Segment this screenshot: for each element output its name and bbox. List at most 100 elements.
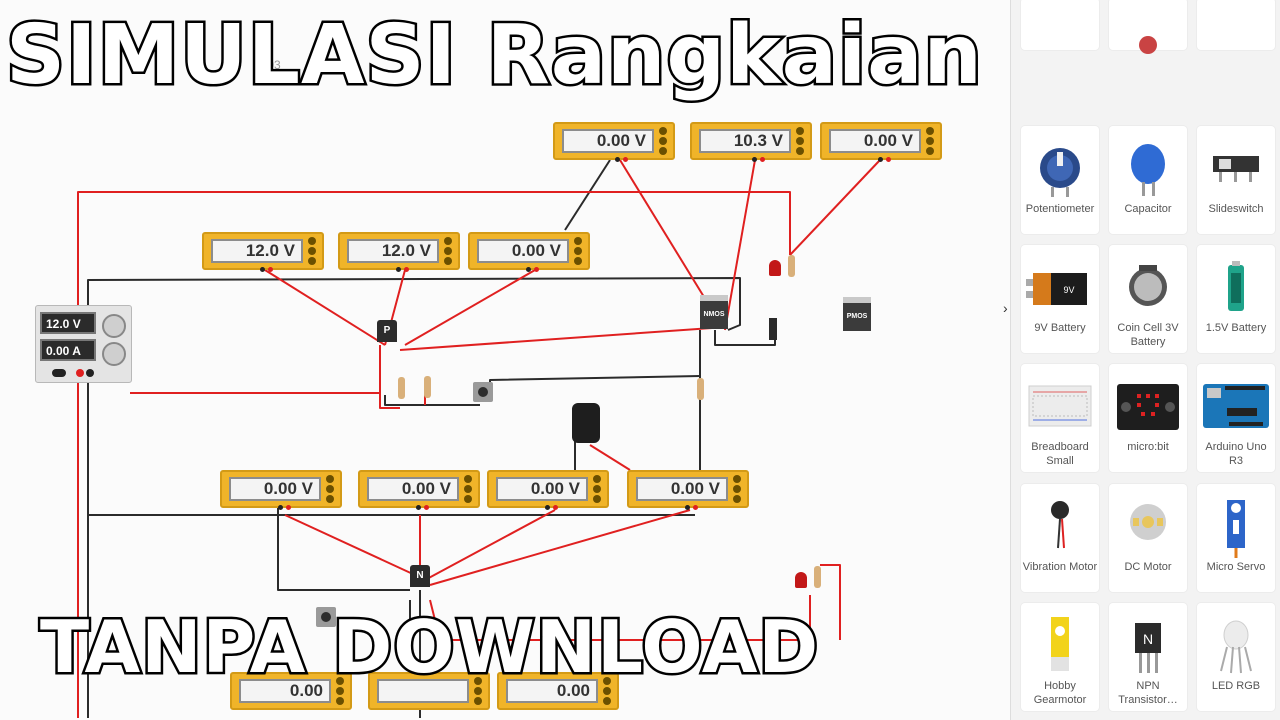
meter-display: 0.00 [239,679,331,703]
meter-display: 0.00 V [636,477,728,501]
led-rgb-icon [1220,620,1252,674]
component-card-partial[interactable] [1021,0,1099,50]
component-card[interactable]: Hobby Gearmotor [1021,603,1099,711]
component-card[interactable]: Micro Servo [1197,484,1275,592]
component-card[interactable]: DC Motor [1109,484,1187,592]
arduino-icon [1203,384,1269,428]
component-label: Slideswitch [1208,203,1264,215]
component-card[interactable]: Vibration Motor [1021,484,1099,592]
meter-display: 0.00 V [496,477,588,501]
wire [564,159,611,231]
current-knob-icon[interactable] [102,342,126,366]
meter-display: 0.00 V [562,129,654,153]
components-panel: Potentiometer Capacitor Slideswitch 9V 9… [1010,0,1280,720]
component-card-partial[interactable] [1197,0,1275,50]
potentiometer-icon [1040,148,1080,197]
component-label: Hobby Gearmotor [1033,680,1087,706]
component-card[interactable]: LED RGB [1197,603,1275,711]
pushbutton[interactable] [473,382,493,402]
resistor[interactable] [814,566,821,588]
red-led[interactable] [769,260,781,276]
component-label: 1.5V Battery [1205,322,1267,334]
panel-collapse-chevron-icon[interactable]: › [1003,300,1008,316]
component-card-partial[interactable] [1109,0,1187,54]
multimeter[interactable]: 0.00 V [627,470,749,510]
power-supply[interactable]: 12.0 V 0.00 A [35,305,132,383]
wire [424,509,556,581]
component-card[interactable]: 1.5V Battery [1197,245,1275,353]
meter-display: 0.00 V [477,239,569,263]
red-led[interactable] [795,572,807,588]
psu-voltage-display: 12.0 V [40,312,96,334]
meter-display: 12.0 V [347,239,439,263]
component-label: Arduino Uno R3 [1205,441,1267,467]
npn-transistor-icon: N [1135,623,1161,673]
multimeter[interactable]: 10.3 V [690,122,812,162]
component-label: Micro Servo [1206,561,1266,573]
voltage-knob-icon[interactable] [102,314,126,338]
multimeter[interactable]: 0.00 [230,672,352,710]
multimeter[interactable]: 0.00 V [487,470,609,510]
microbit-icon [1117,384,1179,430]
psu-current-display: 0.00 A [40,339,96,361]
component-card[interactable]: Potentiometer [1021,126,1099,234]
micro-servo-icon [1227,500,1245,558]
component-card[interactable]: Arduino Uno R3 [1197,364,1275,472]
battery-aa-icon [1228,261,1244,311]
wire [264,269,386,346]
wire [77,191,791,370]
meter-display: 0.00 V [229,477,321,501]
multimeter[interactable]: 0.00 V [820,122,942,162]
resistor[interactable] [788,255,795,277]
wire [820,564,841,640]
resistor[interactable] [398,377,405,399]
diode[interactable] [769,318,777,340]
multimeter[interactable]: 0.00 V [468,232,590,272]
electrolytic-capacitor[interactable] [572,403,600,443]
multimeter[interactable]: 0.00 [497,672,619,710]
resistor[interactable] [424,376,431,398]
wire [724,159,756,331]
multimeter[interactable] [368,672,490,710]
multimeter[interactable]: 12.0 V [338,232,460,272]
multimeter[interactable]: 0.00 V [553,122,675,162]
npn-icon-label: N [1143,631,1153,647]
component-card[interactable]: Coin Cell 3V Battery [1109,245,1187,353]
multimeter[interactable]: 0.00 V [358,470,480,510]
meter-display: 10.3 V [699,129,791,153]
dc-motor-icon [1130,504,1166,540]
wire [384,395,480,406]
vibration-motor-icon [1051,501,1069,549]
battery-9v-label: 9V [1063,285,1074,295]
component-card[interactable]: Capacitor [1109,126,1187,234]
multimeter[interactable]: 0.00 V [220,470,342,510]
resistor[interactable] [697,378,704,400]
component-card[interactable]: 9V 9V Battery [1021,245,1099,353]
circuit-canvas[interactable]: ti 03 [0,0,1010,720]
wire [589,444,631,471]
component-label: NPN Transistor… [1118,680,1178,706]
wire [277,505,410,591]
pmos-transistor[interactable]: PMOS [843,297,871,331]
battery-9v-icon: 9V [1026,273,1087,305]
meter-display: 0.00 [506,679,598,703]
video-title-top: SIMULASI Rangkaian [4,6,985,106]
component-card[interactable]: micro:bit [1109,364,1187,472]
component-label: LED RGB [1211,680,1261,692]
component-card[interactable]: N NPN Transistor… [1109,603,1187,711]
meter-display: 12.0 V [211,239,303,263]
breadboard-icon [1028,385,1092,427]
wire [489,375,701,392]
component-label: DC Motor [1124,561,1172,573]
nmos-transistor[interactable]: NMOS [700,295,728,329]
multimeter[interactable]: 12.0 V [202,232,324,272]
pushbutton[interactable] [316,607,336,627]
pnp-transistor[interactable]: P [377,320,397,342]
wire [284,514,416,576]
component-label: micro:bit [1127,441,1169,453]
npn-transistor[interactable]: N [410,565,430,587]
video-title-bottom: TANPA DOWNLOAD [37,603,820,692]
component-card[interactable]: Slideswitch [1197,126,1275,234]
component-card[interactable]: Breadboard Small [1021,364,1099,472]
wire [619,159,713,311]
